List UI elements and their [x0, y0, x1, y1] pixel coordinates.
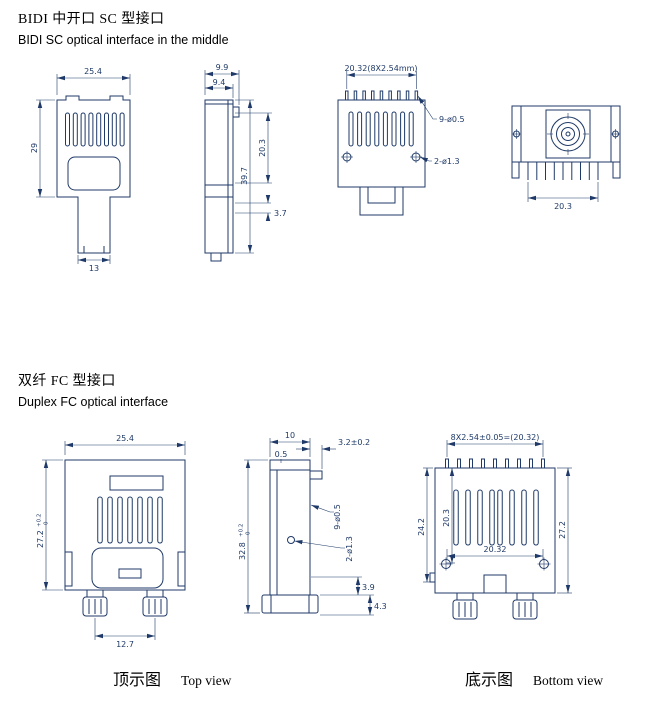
bidi-front-opening — [67, 156, 121, 191]
bidi-front-outline — [56, 95, 131, 254]
bidi-pin-view: 20.32(8X2.54mm) 9-ø0.5 2-ø1.3 — [337, 64, 465, 216]
dim-fc-side-height-tol-upper: +0.2 — [239, 524, 245, 537]
section-fc-title-en: Duplex FC optical interface — [18, 395, 169, 409]
fc-side-view: 10 3.2±0.2 0.5 32.8 +0.2 0 9-ø0.5 2-ø1.3… — [238, 431, 387, 616]
top-view-caption-en: Top view — [181, 673, 232, 688]
fc-bottom-connector-left — [452, 599, 478, 620]
section-bidi-title-en: BIDI SC optical interface in the middle — [18, 33, 229, 47]
dim-bidi-side-mid-height: 20.3 — [258, 139, 267, 157]
dim-fc-bottom-b: 20.3 — [442, 509, 451, 527]
note-bidi-pin-diameter: 9-ø0.5 — [439, 115, 465, 124]
fc-connector-right — [142, 596, 168, 617]
section-fc-title-cn: 双纤 FC 型接口 — [18, 374, 116, 389]
dim-fc-top-width: 25.4 — [116, 434, 134, 443]
dim-fc-connector-pitch: 12.7 — [116, 640, 134, 649]
fc-top-opening — [91, 547, 164, 589]
bidi-side-view: 9.9 9.4 39.7 20.3 3.7 — [204, 63, 287, 262]
bottom-view-caption-en: Bottom view — [533, 673, 604, 688]
fc-top-view: 25.4 27.2 +0.2 0 12.7 — [36, 434, 186, 649]
dim-bidi-pin-pitch: 20.32(8X2.54mm) — [344, 64, 417, 73]
dim-fc-side-a: 3.9 — [362, 583, 375, 592]
top-view-caption-cn: 顶示图 — [113, 672, 162, 689]
fc-bottom-view: 8X2.54±0.05=(20.32) 20.32 24.2 20.3 27.2 — [417, 433, 572, 620]
bidi-front-view: 25.4 29 13 — [30, 67, 131, 273]
dim-bidi-side-depth-outer: 9.9 — [216, 63, 229, 72]
dim-bidi-front-width: 25.4 — [84, 67, 102, 76]
note-fc-pin-diameter: 9-ø0.5 — [333, 504, 342, 530]
section-fc-header: 双纤 FC 型接口 Duplex FC optical interface — [18, 370, 168, 409]
bottom-view-caption: 底示图 Bottom view — [465, 666, 603, 690]
dim-bidi-side-depth-inner: 9.4 — [213, 78, 226, 87]
dim-fc-side-b: 4.3 — [374, 602, 387, 611]
dim-fc-bottom-pin-span: 20.32 — [484, 545, 507, 554]
dim-fc-top-height-tol-upper: +0.2 — [37, 514, 43, 527]
dim-fc-side-height-tol-lower: 0 — [246, 531, 252, 535]
fc-bottom-connector-right — [512, 599, 538, 620]
bidi-side-outline — [204, 99, 234, 254]
dim-bidi-front-height: 29 — [30, 143, 39, 153]
fc-side-outline — [269, 469, 311, 596]
note-fc-hole-diameter: 2-ø1.3 — [345, 536, 354, 562]
dim-fc-top-height-tol-lower: 0 — [44, 521, 50, 525]
section-bidi-title-cn: BIDI 中开口 SC 型接口 — [18, 12, 165, 27]
dim-bidi-connector-pin-span: 20.3 — [554, 202, 572, 211]
bottom-view-caption-cn: 底示图 — [465, 672, 514, 689]
dim-fc-bottom-height: 27.2 — [558, 521, 567, 539]
note-bidi-hole-diameter: 2-ø1.3 — [434, 157, 460, 166]
dim-fc-bottom-pin-pitch: 8X2.54±0.05=(20.32) — [451, 433, 540, 442]
dim-fc-side-depth: 10 — [285, 431, 295, 440]
dim-fc-side-height: 32.8 — [238, 542, 247, 560]
section-bidi-header: BIDI 中开口 SC 型接口 BIDI SC optical interfac… — [18, 8, 229, 47]
bidi-connector-view: 20.3 — [511, 105, 621, 211]
dim-fc-side-step: 0.5 — [275, 450, 288, 459]
fc-top-outline — [64, 459, 186, 591]
dim-bidi-side-foot: 3.7 — [274, 209, 287, 218]
dim-fc-side-tab: 3.2±0.2 — [338, 438, 370, 447]
fc-bottom-outline — [434, 467, 556, 594]
dim-bidi-side-height: 39.7 — [240, 167, 249, 185]
dim-bidi-front-stem-width: 13 — [89, 264, 99, 273]
dim-fc-top-height: 27.2 — [36, 530, 45, 548]
bidi-pin-view-outline — [337, 99, 426, 188]
top-view-caption: 顶示图 Top view — [113, 666, 231, 690]
fc-connector-left — [82, 596, 108, 617]
dim-fc-bottom-a: 24.2 — [417, 518, 426, 536]
